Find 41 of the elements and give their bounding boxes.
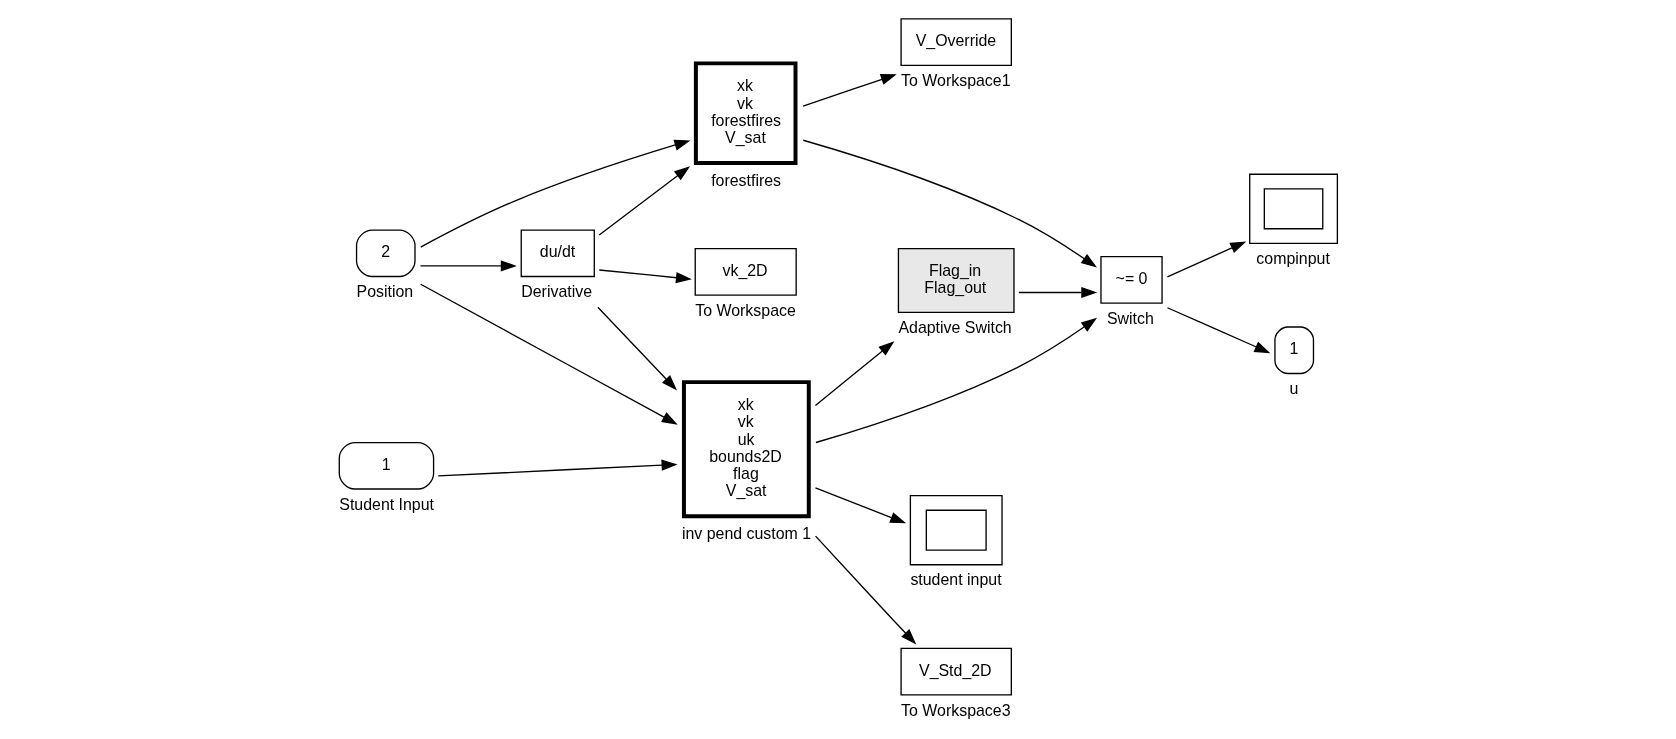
node-box: 1 bbox=[1274, 326, 1315, 375]
arrow bbox=[815, 317, 1098, 444]
arrow bbox=[419, 260, 517, 272]
arrow bbox=[598, 269, 692, 284]
arrow bbox=[1166, 241, 1247, 278]
node-box bbox=[909, 495, 1003, 566]
node-box: V_Override bbox=[900, 18, 1012, 67]
arrow bbox=[814, 535, 917, 645]
arrow bbox=[802, 139, 1097, 268]
node-label: To Workspace1 bbox=[901, 72, 1011, 90]
node-box: du/dt bbox=[520, 229, 595, 278]
arrow bbox=[1018, 286, 1098, 299]
arrow bbox=[437, 459, 678, 477]
node-box: xk vk forestfires V_sat bbox=[693, 61, 798, 165]
node-label: compinput bbox=[1256, 250, 1330, 268]
node-label: Derivative bbox=[521, 283, 593, 301]
node-label: forestfires bbox=[711, 171, 782, 189]
node-box: 2 bbox=[355, 229, 416, 278]
node-label: Switch bbox=[1106, 309, 1154, 327]
node-label: u bbox=[1289, 380, 1299, 398]
arrow bbox=[597, 306, 678, 391]
node-label: Adaptive Switch bbox=[898, 319, 1012, 337]
node-label: To Workspace3 bbox=[901, 701, 1011, 719]
arrow bbox=[420, 283, 678, 425]
node-label: inv pend custom 1 bbox=[681, 524, 812, 542]
arrow bbox=[802, 74, 897, 107]
arrow bbox=[420, 139, 691, 248]
node-label: Student Input bbox=[339, 495, 435, 513]
arrow bbox=[814, 487, 907, 524]
node-box: ~= 0 bbox=[1100, 255, 1163, 304]
node-label: Position bbox=[356, 283, 414, 301]
arrow bbox=[814, 341, 895, 407]
node-label: student input bbox=[910, 571, 1002, 589]
node-box: V_Std_2D bbox=[900, 647, 1012, 696]
node-box: xk vk uk bounds2D flag V_sat bbox=[681, 380, 811, 519]
node-box: vk_2D bbox=[694, 247, 797, 296]
node-box: 1 bbox=[338, 441, 435, 490]
node-box bbox=[1249, 173, 1339, 244]
arrow bbox=[598, 166, 691, 236]
arrow bbox=[1166, 307, 1271, 354]
node-label: To Workspace bbox=[695, 301, 796, 319]
